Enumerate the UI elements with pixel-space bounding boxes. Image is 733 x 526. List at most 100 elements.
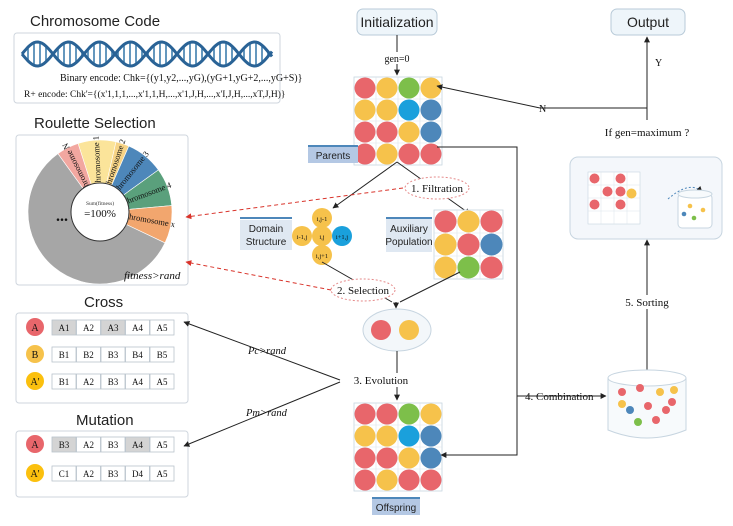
population-dot — [618, 400, 626, 408]
population-dot — [420, 447, 442, 469]
mutation-cell-label: A2 — [83, 469, 94, 479]
mutation-tag-label: A — [31, 440, 39, 451]
population-dot — [398, 447, 420, 469]
auxiliary-tag — [386, 218, 432, 252]
mutation-cell — [51, 465, 77, 482]
binary-encode-text: Binary encode: Chk={(y1,y2,...,yG),(yG+1… — [60, 73, 302, 84]
roulette-title: Roulette Selection — [34, 115, 156, 132]
cross-cell — [100, 346, 126, 363]
sorted-grid — [587, 171, 641, 225]
cross-cell-label: B5 — [157, 350, 168, 360]
cross-cell — [149, 346, 175, 363]
population-dot — [668, 398, 676, 406]
roulette-ellipsis: ... — [56, 208, 68, 225]
arrow-to-domain — [332, 161, 398, 209]
mutation-cell-label: A5 — [157, 469, 168, 479]
domain-structure-tag — [240, 220, 292, 250]
mutation-cell — [100, 436, 126, 453]
combination-loop-line — [437, 146, 518, 458]
domain-node — [312, 226, 332, 246]
gen0-label: gen=0 — [384, 54, 409, 65]
cross-cell — [51, 319, 77, 336]
sorted-dot-orange — [626, 188, 637, 199]
population-dot — [480, 256, 503, 279]
population-dot — [376, 447, 398, 469]
mutation-tag-circle — [26, 435, 44, 453]
population-dot — [398, 121, 420, 143]
mutation-cell — [76, 436, 101, 453]
cross-cell-label: A4 — [132, 323, 143, 333]
condition-label: If gen=maximum ? — [605, 127, 690, 139]
cross-cell-label: A2 — [83, 323, 94, 333]
domain-node-label: i,j — [319, 234, 324, 241]
population-dot — [376, 121, 398, 143]
chromosome-code-title: Chromosome Code — [30, 13, 160, 30]
combination-label: 4. Combination — [525, 391, 594, 403]
sorted-dot — [615, 186, 626, 197]
pc-arrow — [183, 321, 341, 381]
population-dot — [457, 256, 480, 279]
population-dot — [398, 143, 420, 165]
cross-cell-label: B4 — [132, 350, 143, 360]
selected-red-dot — [371, 320, 391, 340]
cross-cell — [100, 319, 126, 336]
population-dot — [480, 210, 503, 233]
small-dot-orange-2 — [700, 207, 706, 213]
roulette-center — [70, 182, 130, 242]
mutation-cell-label: C1 — [59, 469, 70, 479]
offspring-label: Offspring — [376, 503, 416, 514]
domain-structure-label-2: Structure — [246, 237, 287, 248]
cross-cell-label: A2 — [83, 377, 94, 387]
cross-cell — [125, 373, 150, 390]
population-dot — [398, 99, 420, 121]
domain-node-label: i,j-1 — [317, 216, 328, 223]
chromosome-code-panel: Chromosome Code Binary encode: Chk={(y1,… — [13, 13, 302, 104]
cross-cell-label: B2 — [83, 350, 94, 360]
population-dot — [398, 469, 420, 491]
population-dot — [420, 425, 442, 447]
cross-cell — [51, 346, 77, 363]
auxiliary-label-1: Auxiliary — [390, 224, 428, 235]
selection-oval — [330, 278, 396, 302]
population-dot — [398, 425, 420, 447]
mutation-cell-label: A2 — [83, 440, 94, 450]
real-encode-text: R+ encode: Chk'={(x'1,1,1,...,x'1,1,H,..… — [24, 89, 285, 100]
sorted-dot — [589, 173, 600, 184]
cross-title: Cross — [84, 294, 123, 311]
population-dot — [376, 77, 398, 99]
population-dot — [457, 210, 480, 233]
mutation-cell — [125, 465, 150, 482]
output-box — [610, 8, 686, 36]
evolution-label: 3. Evolution — [354, 375, 409, 387]
domain-node — [312, 245, 332, 265]
sorting-bg — [605, 295, 689, 309]
cross-cell — [51, 373, 77, 390]
population-dot — [434, 233, 457, 256]
parents-grid — [353, 76, 443, 166]
auxiliary-label-2: Population — [385, 237, 432, 248]
cross-cell — [125, 319, 150, 336]
small-dot-blue — [681, 211, 687, 217]
pc-label: Pc>rand — [247, 346, 287, 357]
roulette-slice-label: Chromosome 1 — [91, 136, 103, 189]
mutation-cell-label: A4 — [132, 440, 143, 450]
mutation-cell-label: B3 — [108, 469, 119, 479]
population-dot — [420, 77, 442, 99]
population-dot — [398, 403, 420, 425]
population-dot — [354, 99, 376, 121]
population-dot — [420, 143, 442, 165]
evolution-bg — [340, 373, 422, 387]
cross-cell — [76, 373, 101, 390]
dna-helix-icon — [20, 40, 274, 68]
population-dot — [376, 469, 398, 491]
population-dot — [376, 403, 398, 425]
cross-cell — [149, 373, 175, 390]
cross-cell — [125, 346, 150, 363]
population-dot — [354, 143, 376, 165]
cross-tag-label: A' — [30, 377, 39, 388]
domain-node-label: i-1,j — [297, 234, 308, 241]
mutation-cell — [149, 465, 175, 482]
